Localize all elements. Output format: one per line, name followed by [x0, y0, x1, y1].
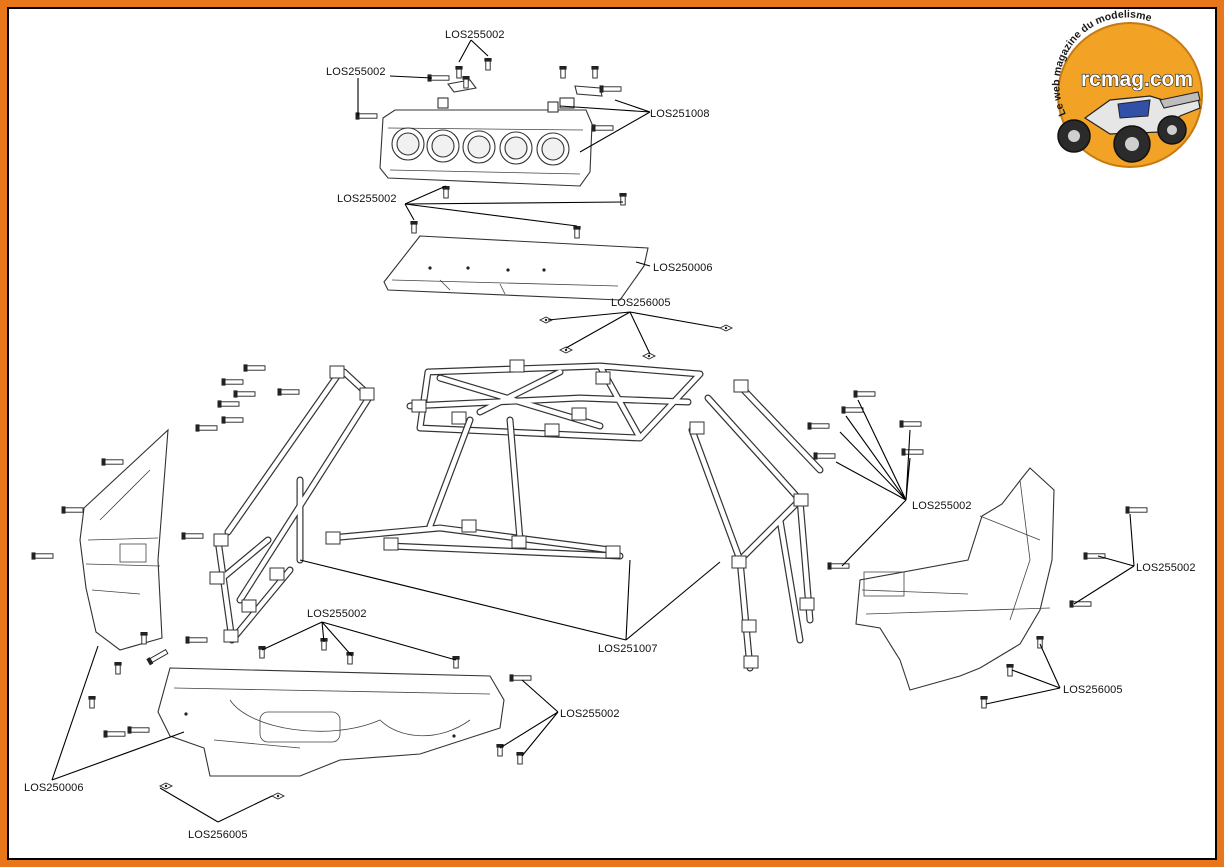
part-label: LOS255002	[337, 193, 397, 205]
part-label: LOS250006	[24, 782, 84, 794]
part-label: LOS255002	[912, 500, 972, 512]
left-body-panel	[79, 428, 169, 651]
part-label: LOS255002	[1136, 562, 1196, 574]
buggy-icon	[1057, 91, 1201, 163]
right-body-panel	[855, 467, 1055, 691]
part-label: LOS255002	[326, 66, 386, 78]
roll-cage-bottom	[325, 416, 624, 560]
leader-lines	[51, 39, 1135, 823]
part-label: LOS256005	[188, 829, 248, 841]
part-label: LOS255002	[560, 708, 620, 720]
roof-panel	[383, 235, 649, 301]
part-label: LOS251008	[650, 108, 710, 120]
roll-cage-right	[688, 379, 824, 672]
part-labels: LOS255002 LOS255002 LOS251008 LOS255002 …	[24, 29, 1196, 841]
part-label: LOS256005	[611, 297, 671, 309]
front-body-panel	[157, 667, 505, 777]
part-label: LOS255002	[307, 608, 367, 620]
roll-cage-top	[406, 359, 704, 442]
roll-cage-left	[209, 365, 375, 644]
part-label: LOS250006	[653, 262, 713, 274]
logo-brand-text: rcmag.com	[1081, 68, 1193, 91]
part-label: LOS251007	[598, 643, 658, 655]
part-label: LOS255002	[445, 29, 505, 41]
part-label: LOS256005	[1063, 684, 1123, 696]
rcmag-logo: Le web magazine du modelisme rcmag.com	[1050, 8, 1203, 168]
light-bar-assembly	[355, 57, 622, 187]
